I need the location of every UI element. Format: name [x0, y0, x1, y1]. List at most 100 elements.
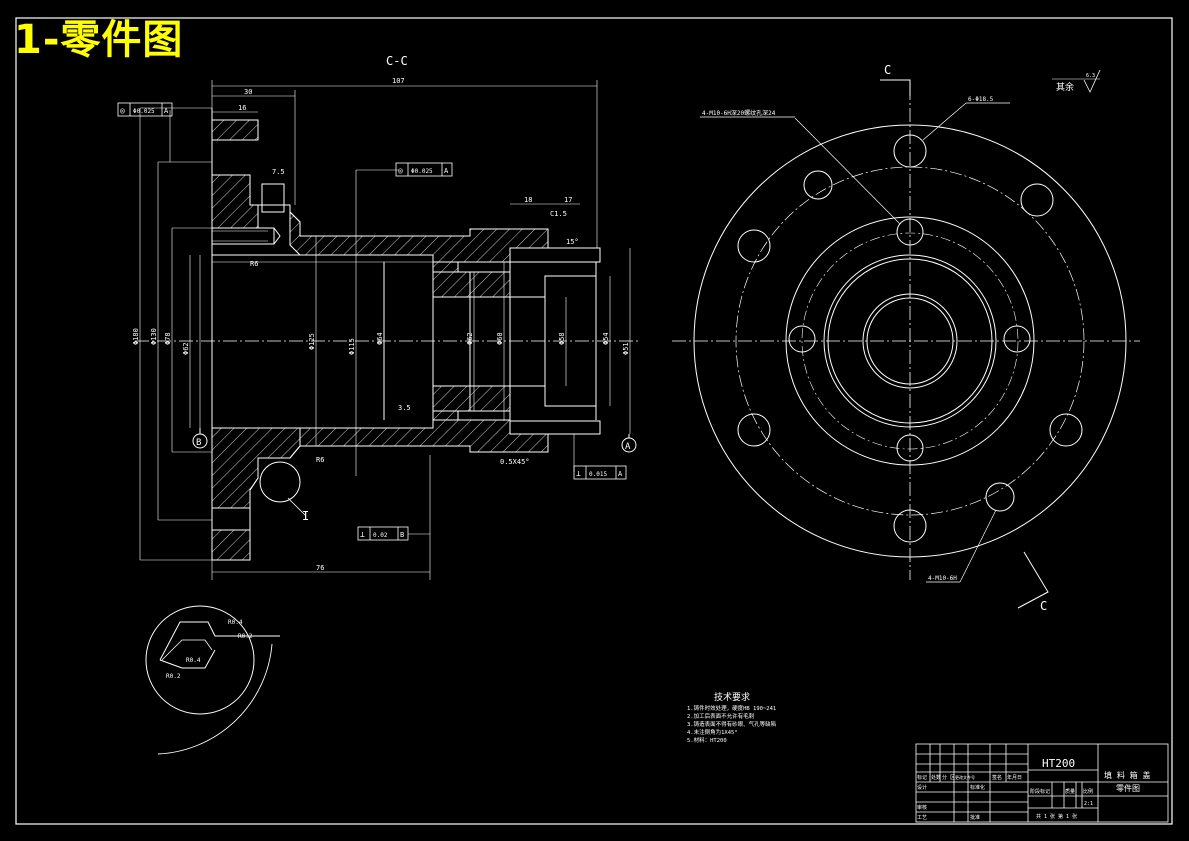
tech-item-1: 1.铸件时效处理，硬度HB 190~241: [687, 704, 776, 712]
dim-flange-30: 30: [244, 88, 252, 96]
svg-text:◎: ◎: [398, 166, 403, 175]
surface-rest-value: 6.3: [1086, 73, 1095, 79]
flange-hole: [737, 229, 771, 263]
svg-text:0.015: 0.015: [589, 471, 607, 478]
tb-scale: 比例: [1083, 788, 1093, 795]
tb-file: 更改文件号: [955, 774, 975, 780]
dim-phi58: Φ58: [558, 332, 566, 345]
tb-date: 年月日: [1007, 774, 1022, 781]
flange-hole: [1020, 183, 1054, 217]
dim-depth: 3.5: [398, 404, 411, 412]
tb-design: 设计: [917, 784, 927, 791]
holes-6-note: 6-Φ18.5: [968, 96, 994, 103]
flange-hole: [737, 413, 771, 447]
tb-count: 处数: [931, 774, 941, 781]
tb-zone: 分 区: [942, 774, 955, 781]
tb-sign: 签名: [992, 774, 1002, 781]
tolerance-frame-2: ◎ Φ0.025 A: [395, 162, 453, 177]
detail-r04: R0.4: [228, 619, 243, 626]
tb-material: HT200: [1042, 757, 1075, 770]
tech-item-3: 3.铸造表面不得有砂眼、气孔等缺陷: [687, 720, 776, 728]
bolt-circle: [735, 166, 1085, 516]
dim-r6-lower: R6: [316, 456, 324, 464]
dim-phi62b: Φ62: [466, 332, 474, 345]
flange-hole: [985, 482, 1015, 512]
detail-view: [145, 605, 280, 755]
flange-hole: [893, 134, 927, 168]
dim-groove: 7.5: [272, 168, 285, 176]
dim-phi130: Φ130: [150, 328, 158, 345]
thread-hole: [1003, 325, 1031, 353]
tech-item-2: 2.加工后表面不允许有毛刺: [687, 712, 755, 720]
tb-scale-val: 2:1: [1084, 801, 1093, 807]
dim-phi125: Φ125: [308, 333, 316, 350]
dim-phi62: Φ62: [182, 342, 190, 355]
datum-b-letter: B: [196, 438, 201, 448]
sheet-border: [15, 17, 1173, 825]
tech-item-4: 4.未注倒角为1X45°: [687, 728, 738, 736]
svg-text:Φ0.025: Φ0.025: [133, 108, 155, 115]
tolerance-frame-1: ◎ Φ0.025 A: [117, 102, 173, 117]
dim-phi54: Φ54: [602, 332, 610, 345]
tech-title: 技术要求: [714, 691, 750, 703]
dim-phi78: Φ78: [164, 332, 172, 345]
datum-a-letter: A: [625, 442, 631, 452]
tech-item-5: 5.材料：HT200: [687, 736, 727, 744]
svg-text:A: A: [164, 107, 169, 115]
surface-rest-label: 其余: [1056, 81, 1074, 93]
tb-part-name-1: 填 料 箱 盖: [1104, 770, 1150, 780]
tb-std: 标准化: [970, 784, 985, 791]
dim-phi51: Φ51: [622, 342, 630, 355]
tb-part-name-2: 零件图: [1116, 783, 1140, 793]
cut-label-top: C: [884, 63, 891, 77]
detail-r02b: R0.2: [166, 673, 181, 680]
tb-process: 工艺: [917, 815, 927, 821]
svg-text:A: A: [618, 470, 623, 478]
dim-phi64: Φ64: [376, 332, 384, 345]
dim-18: 18: [524, 196, 532, 204]
svg-text:B: B: [400, 531, 404, 539]
svg-text:A: A: [444, 167, 449, 175]
detail-r04b: R0.4: [186, 657, 201, 664]
tb-stage: 阶段标记: [1030, 788, 1050, 795]
dim-76: 76: [316, 564, 324, 572]
end-view: [672, 69, 1140, 609]
detail-label: I: [302, 509, 309, 523]
section-view: [135, 80, 640, 580]
dim-17: 17: [564, 196, 572, 204]
svg-text:◎: ◎: [120, 106, 125, 115]
svg-text:Φ0.025: Φ0.025: [411, 168, 433, 175]
tolerance-frame-4: ⊥ 0.02 B: [357, 526, 409, 541]
angle-15: 15°: [566, 238, 579, 246]
thread-hole: [896, 218, 924, 246]
outer-flange-circle: [693, 124, 1127, 558]
chamfer-r: R6: [250, 260, 258, 268]
dim-overall-length: 107: [392, 77, 405, 85]
title-block: [915, 743, 1169, 823]
tb-check: 审核: [917, 804, 927, 811]
tolerance-frame-3: ⊥ 0.015 A: [573, 465, 627, 480]
detail-marker-circle: [259, 461, 301, 503]
flange-hole: [893, 509, 927, 543]
dim-phi60: Φ60: [496, 332, 504, 345]
cut-label-bottom: C: [1040, 599, 1047, 613]
tb-sheets: 共 1 张 第 1 张: [1036, 813, 1077, 820]
svg-text:⊥: ⊥: [576, 469, 581, 478]
flange-hole: [1049, 413, 1083, 447]
section-label: C-C: [386, 54, 408, 68]
holes-thread-note: 4-M10-6H深20螺纹孔深24: [702, 109, 776, 117]
tb-rev: 标记: [917, 774, 927, 781]
tb-approve: 批准: [970, 814, 980, 821]
drawing-title: 1-零件图: [14, 17, 184, 63]
tb-weight: 质量: [1065, 788, 1075, 795]
dim-phi180: Φ180: [132, 328, 140, 345]
holes-4-note: 4-M10-6H: [928, 575, 957, 582]
chamfer-c: C1.5: [550, 210, 567, 218]
dim-phi115: Φ115: [348, 338, 356, 355]
svg-text:⊥: ⊥: [360, 530, 365, 539]
detail-r02: R0.2: [238, 633, 253, 640]
chamfer-045: 0.5X45°: [500, 458, 530, 466]
thread-hole: [896, 434, 924, 462]
dim-flange-16: 16: [238, 104, 246, 112]
